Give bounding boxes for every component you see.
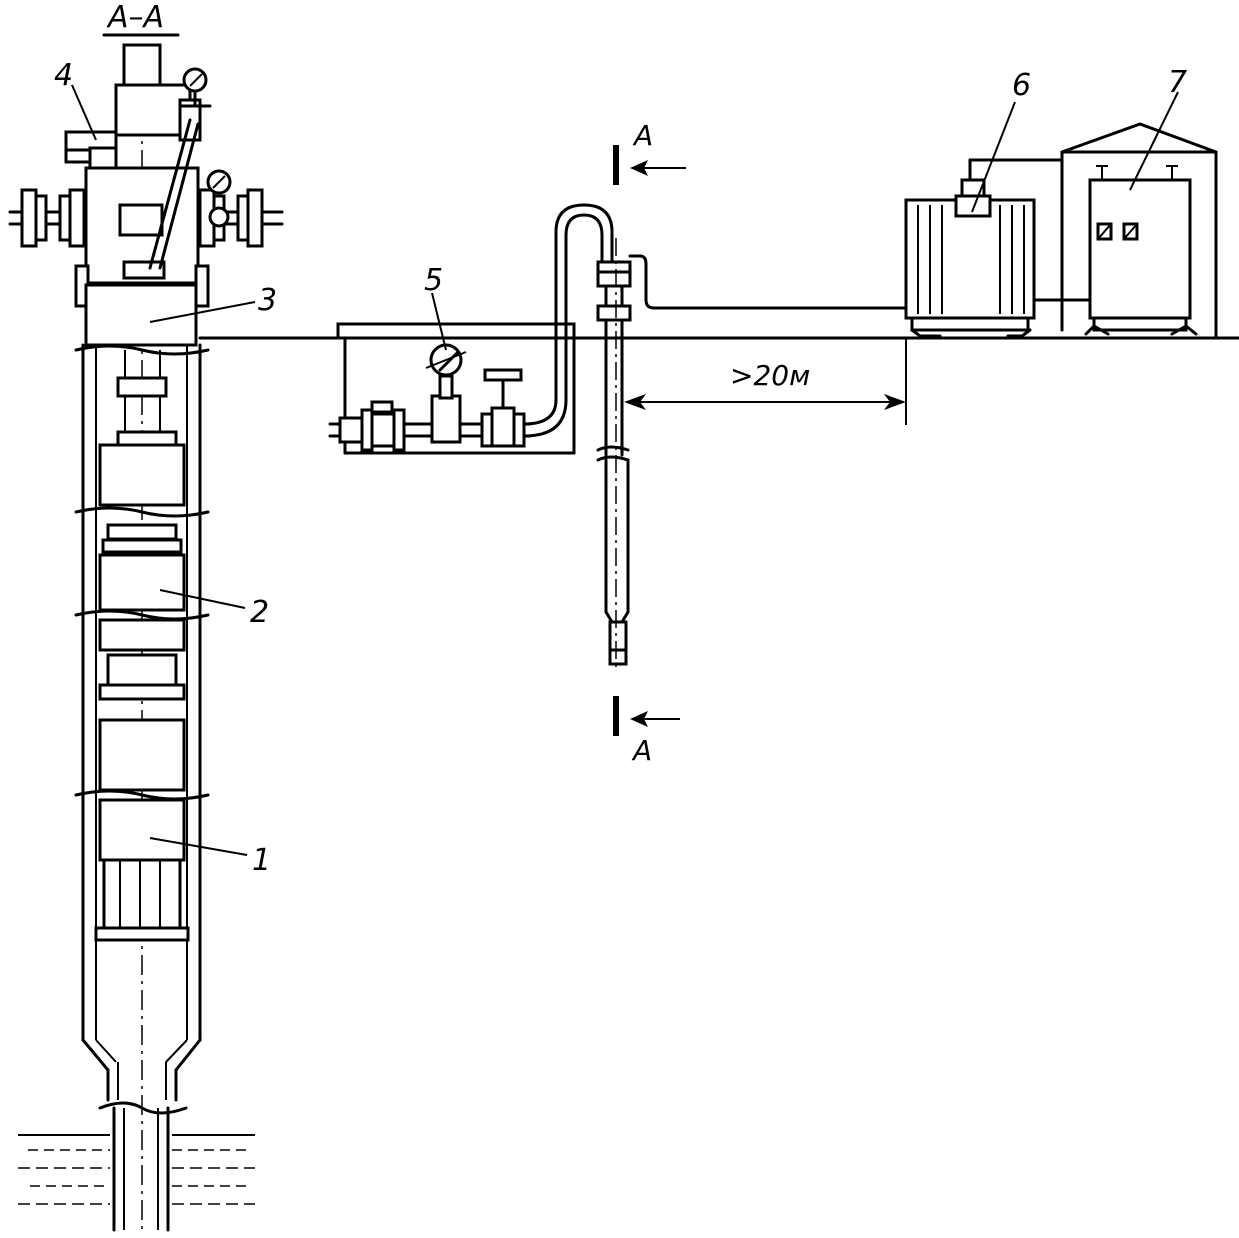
downhole-unit [596, 238, 632, 670]
manifold-box [328, 322, 576, 455]
leader-4 [71, 84, 97, 141]
well-column [8, 43, 284, 1232]
label-4: 4 [54, 58, 73, 93]
distance-dimension [624, 338, 907, 425]
distance-label: >20м [730, 359, 810, 392]
label-2: 2 [250, 595, 269, 630]
water-level [18, 1134, 255, 1205]
power-cable [628, 254, 908, 310]
label-1: 1 [252, 843, 271, 878]
leader-5 [431, 292, 447, 351]
label-3: 3 [258, 283, 277, 318]
leader-1 [149, 837, 248, 856]
hose-inner [522, 213, 604, 438]
section-marker-bottom-label: А [631, 734, 652, 767]
label-7: 7 [1168, 65, 1187, 100]
transformer [904, 158, 1064, 338]
label-6: 6 [1012, 68, 1031, 103]
leader-2 [159, 589, 246, 609]
section-marker-top [613, 145, 686, 185]
section-title: А–А [106, 0, 164, 35]
leader-7 [1129, 91, 1179, 191]
leader-6 [971, 101, 1016, 213]
hose-outer [522, 203, 614, 426]
leader-3 [149, 301, 256, 323]
section-marker-bottom [613, 696, 680, 736]
control-station [1060, 122, 1218, 340]
section-marker-top-label: А [632, 119, 653, 152]
label-5: 5 [424, 263, 443, 298]
